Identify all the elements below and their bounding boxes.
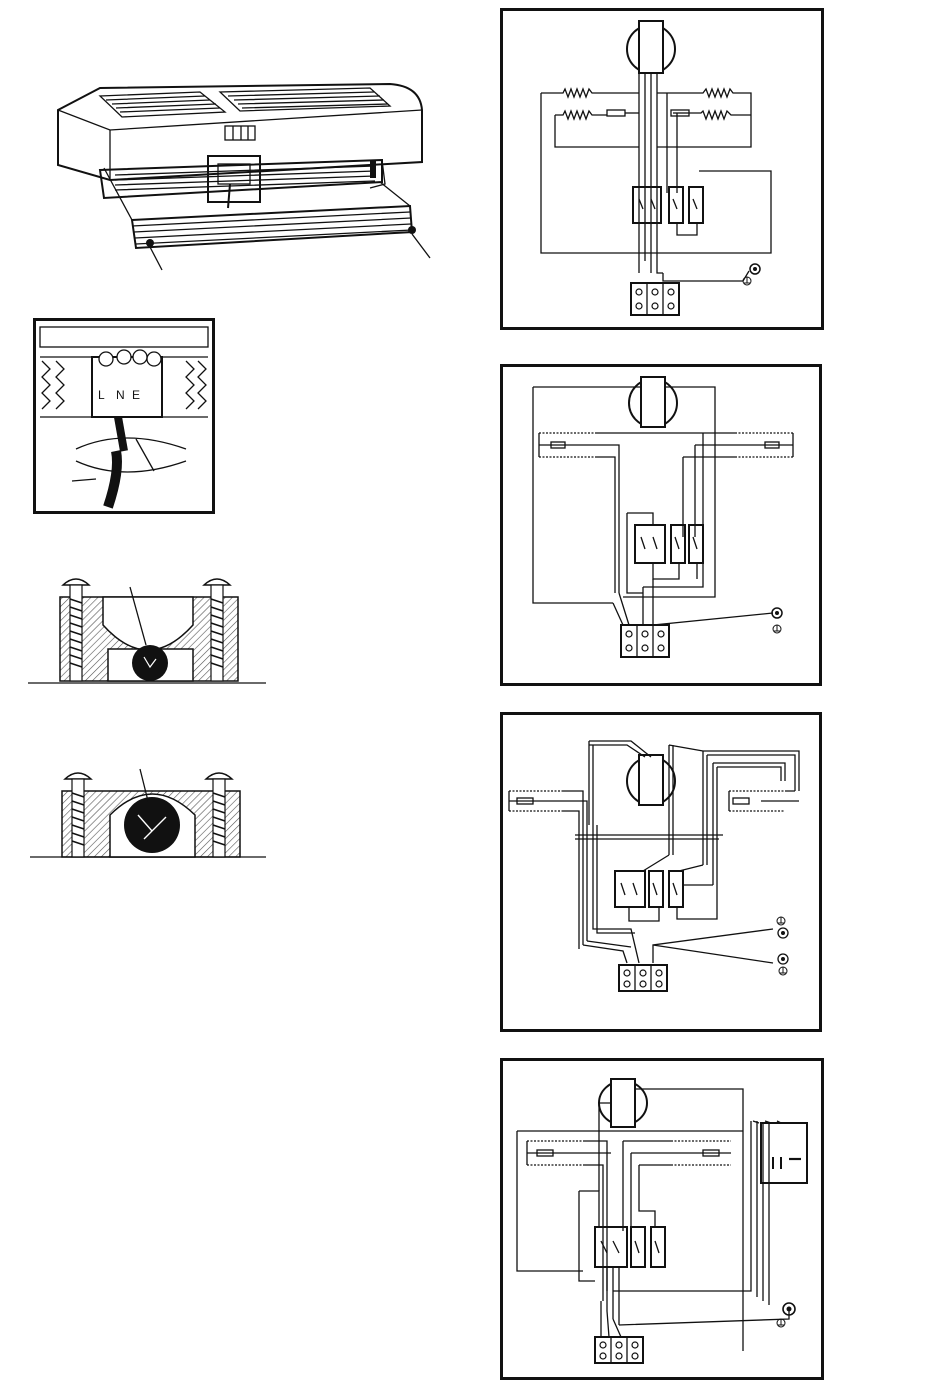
terminal-block-icon (631, 283, 679, 315)
earth-ground-icon (743, 264, 760, 285)
power-cable (108, 451, 117, 507)
screw-left-icon (146, 239, 154, 247)
earth-ground-icon (772, 608, 782, 633)
rocker-switch-icon (595, 1227, 627, 1267)
earth-ground-icon (777, 1303, 795, 1327)
screw-right-icon (408, 226, 416, 234)
cable-clamp-loose-diagram (28, 575, 268, 685)
rocker-switch-icon (635, 525, 665, 563)
cable-clamp-tight-diagram (30, 765, 270, 865)
terminal-label-l: L (98, 388, 105, 402)
terminal-block-icon (621, 625, 669, 657)
terminal-closeup-panel: L N E (33, 318, 215, 514)
cable-section-icon (132, 645, 168, 681)
terminal-label-e: E (132, 388, 140, 402)
earth-ground-icon (777, 917, 788, 975)
heater-unit-illustration (40, 70, 450, 290)
control-panel (225, 126, 255, 140)
terminal-box-highlight (208, 156, 260, 202)
thermostat-box (761, 1123, 807, 1183)
terminal-label-n: N (116, 388, 125, 402)
wiring-diagram-2 (500, 364, 822, 686)
heater-element-icon (541, 89, 639, 97)
cable-section-large-icon (124, 797, 180, 853)
top-grille (100, 88, 390, 117)
wiring-diagram-3 (500, 712, 822, 1032)
rocker-switch-icon (615, 871, 645, 907)
wiring-diagram-4 (500, 1058, 824, 1380)
wiring-diagram-1 (500, 8, 824, 330)
